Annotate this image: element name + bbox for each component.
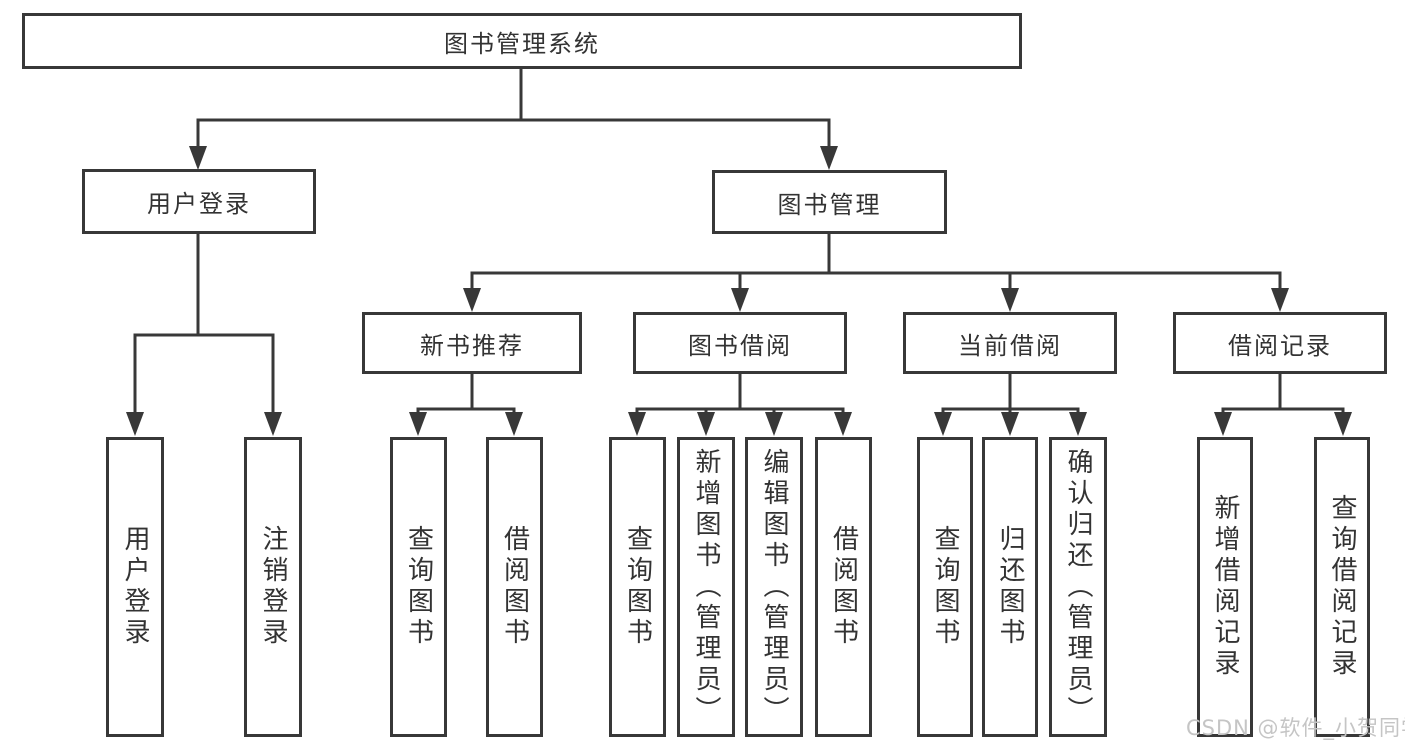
node-root: 图书管理系统 xyxy=(22,13,1022,69)
arrow-down-icon xyxy=(731,288,749,312)
leaf-add-borrow-record-label: 新增借阅记录 xyxy=(1210,494,1240,680)
node-new-book-recommend-label: 新书推荐 xyxy=(420,331,524,360)
arrow-down-icon xyxy=(463,288,481,312)
leaf-query-books-current-label: 查询图书 xyxy=(930,525,960,649)
arrow-down-icon xyxy=(409,412,427,436)
arrow-down-icon xyxy=(264,412,282,436)
leaf-add-borrow-record: 新增借阅记录 xyxy=(1197,437,1253,737)
node-current-borrow: 当前借阅 xyxy=(903,312,1117,374)
leaf-query-books-current: 查询图书 xyxy=(917,437,973,737)
leaf-logout-label: 注销登录 xyxy=(258,525,288,649)
arrow-down-icon xyxy=(834,412,852,436)
leaf-borrow-books-label: 借阅图书 xyxy=(828,525,859,649)
connector-userlogin-to-leaves xyxy=(133,234,275,413)
leaf-edit-book-admin: 编辑图书（管理员） xyxy=(745,437,803,737)
arrow-down-icon xyxy=(126,412,144,436)
node-user-login: 用户登录 xyxy=(82,169,316,234)
leaf-borrow-books-recommend: 借阅图书 xyxy=(486,437,543,737)
arrow-down-icon xyxy=(1334,412,1352,436)
node-borrow-records-label: 借阅记录 xyxy=(1228,331,1332,360)
leaf-query-borrow-record-label: 查询借阅记录 xyxy=(1327,494,1357,680)
leaf-return-book: 归还图书 xyxy=(982,437,1038,737)
node-book-borrow: 图书借阅 xyxy=(633,312,847,374)
arrow-down-icon xyxy=(1214,412,1232,436)
leaf-add-book-admin-label: 新增图书（管理员） xyxy=(691,447,721,727)
leaf-query-books-recommend: 查询图书 xyxy=(390,437,447,737)
arrow-down-icon xyxy=(189,146,207,170)
watermark-text: CSDN @软件_小贺同学 xyxy=(1186,716,1405,740)
node-current-borrow-label: 当前借阅 xyxy=(958,331,1062,360)
node-book-borrow-label: 图书借阅 xyxy=(688,331,792,360)
connector-borrowbook-to-leaves xyxy=(635,374,845,414)
leaf-return-book-label: 归还图书 xyxy=(995,525,1025,649)
connector-currentborrow-to-leaves xyxy=(941,374,1080,414)
arrow-down-icon xyxy=(1001,412,1019,436)
arrow-down-icon xyxy=(1069,412,1087,436)
connector-records-to-leaves xyxy=(1221,374,1345,414)
arrow-down-icon xyxy=(1271,288,1289,312)
arrowheads xyxy=(126,146,1352,436)
leaf-user-login-label: 用户登录 xyxy=(120,525,150,649)
arrow-down-icon xyxy=(820,146,838,170)
leaf-add-book-admin: 新增图书（管理员） xyxy=(677,437,735,737)
leaf-confirm-return-admin: 确认归还（管理员） xyxy=(1049,437,1107,737)
connector-lines xyxy=(133,69,1345,414)
leaf-edit-book-admin-label: 编辑图书（管理员） xyxy=(759,447,789,727)
leaf-user-login: 用户登录 xyxy=(106,437,164,737)
node-book-management-label: 图书管理 xyxy=(777,190,882,219)
node-new-book-recommend: 新书推荐 xyxy=(362,312,582,374)
leaf-borrow-books-recommend-label: 借阅图书 xyxy=(499,525,530,649)
arrow-down-icon xyxy=(505,412,523,436)
leaf-query-books-borrow: 查询图书 xyxy=(609,437,666,737)
node-user-login-label: 用户登录 xyxy=(147,190,251,218)
leaf-confirm-return-admin-label: 确认归还（管理员） xyxy=(1063,447,1093,727)
arrow-down-icon xyxy=(697,412,715,436)
leaf-query-borrow-record: 查询借阅记录 xyxy=(1314,437,1370,737)
connector-newbook-to-leaves xyxy=(416,374,516,414)
node-borrow-records: 借阅记录 xyxy=(1173,312,1387,374)
arrow-down-icon xyxy=(765,412,783,436)
connector-root-to-level2 xyxy=(196,69,831,147)
connector-bookmgmt-to-level3 xyxy=(470,234,1282,290)
leaf-query-books-recommend-label: 查询图书 xyxy=(403,525,434,649)
arrow-down-icon xyxy=(628,412,646,436)
leaf-borrow-books: 借阅图书 xyxy=(815,437,872,737)
leaf-query-books-borrow-label: 查询图书 xyxy=(622,525,653,649)
leaf-logout: 注销登录 xyxy=(244,437,302,737)
arrow-down-icon xyxy=(934,412,952,436)
arrow-down-icon xyxy=(1001,288,1019,312)
node-book-management: 图书管理 xyxy=(712,170,947,234)
node-root-label: 图书管理系统 xyxy=(444,29,600,58)
